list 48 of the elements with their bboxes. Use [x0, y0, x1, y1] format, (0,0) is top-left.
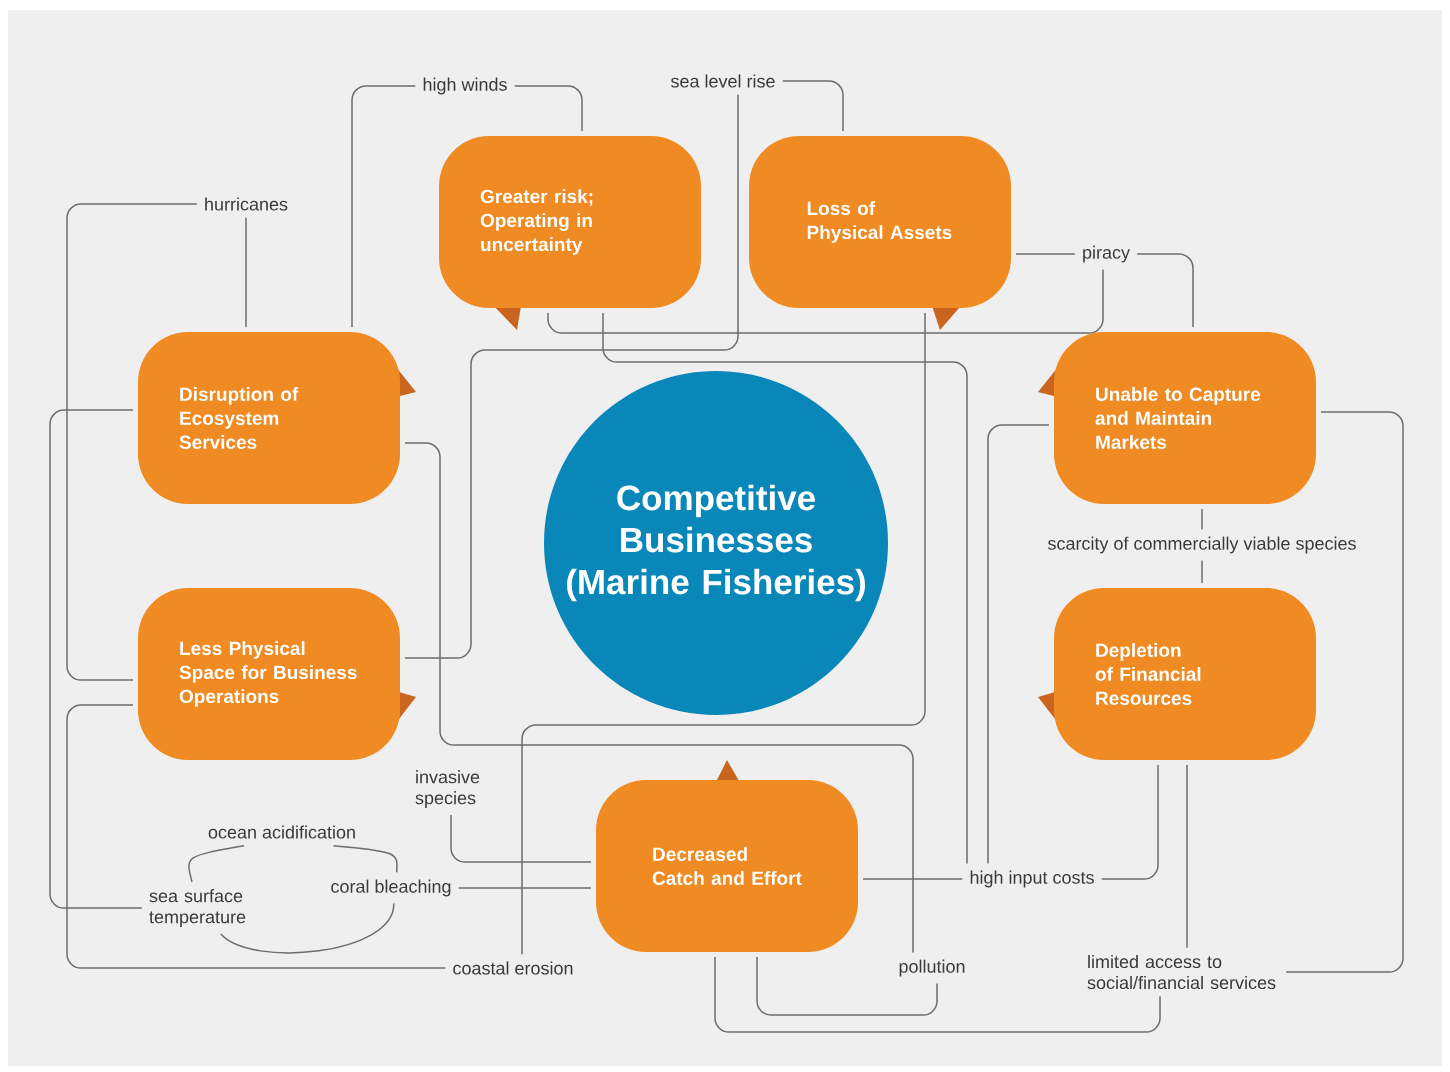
- factor-label: limited access to social/financial services: [1087, 954, 1276, 990]
- connector-line: [602, 312, 968, 865]
- connector-line: [862, 878, 964, 880]
- connector-line: [351, 85, 417, 328]
- connector-line: [66, 203, 198, 681]
- factor-label: hurricanes: [205, 197, 288, 211]
- connector-line: [188, 845, 245, 883]
- connector-line: [404, 94, 739, 659]
- factor-label: coral bleaching: [331, 879, 451, 897]
- speech-bubble: Less Physical Space for Business Operations: [138, 588, 416, 760]
- connector-line: [521, 312, 926, 955]
- connector-line: [782, 80, 844, 132]
- speech-bubble: Greater risk; Operating in uncertainty: [439, 136, 701, 330]
- connector-line: [714, 956, 1161, 1033]
- connector-line: [1201, 508, 1203, 531]
- connector-line: [332, 845, 398, 874]
- connector-line: [220, 902, 395, 954]
- factor-label: pollution: [899, 959, 965, 977]
- factor-label: scarcity of commercially viable species: [1047, 536, 1356, 554]
- speech-bubble: Disruption of Ecosystem Services: [138, 332, 416, 504]
- speech-bubble: Loss of Physical Assets: [749, 136, 1011, 330]
- connector-line: [49, 409, 143, 909]
- connector-line: [450, 814, 592, 863]
- connector-line: [1285, 411, 1404, 973]
- connector-line: [756, 956, 938, 1016]
- connector-line: [404, 442, 914, 954]
- speech-bubble: Unable to Capture and Maintain Markets: [1038, 332, 1316, 504]
- factor-label: high winds: [423, 77, 507, 95]
- connector-line: [1015, 253, 1076, 255]
- speech-bubble: Depletion of Financial Resources: [1038, 588, 1316, 760]
- connector-line: [245, 217, 247, 328]
- connector-line: [514, 85, 583, 132]
- connector-line: [66, 704, 447, 969]
- factor-label: piracy: [1083, 245, 1130, 263]
- factor-label: sea level rise: [671, 74, 775, 88]
- factor-label: ocean acidification: [208, 825, 355, 839]
- connector-line: [987, 424, 1050, 865]
- factor-label: sea surface temperature: [149, 889, 246, 927]
- connector-line: [1201, 559, 1203, 584]
- factor-label: invasive species: [415, 770, 480, 808]
- factor-label: high input costs: [970, 870, 1094, 888]
- speech-bubble: Decreased Catch and Effort: [596, 760, 858, 952]
- connector-line: [1186, 764, 1188, 949]
- factor-label: coastal erosion: [453, 961, 573, 975]
- connector-line: [458, 887, 592, 889]
- connector-line: [547, 268, 1104, 334]
- connector-line: [1136, 253, 1194, 328]
- connector-line: [1101, 764, 1159, 880]
